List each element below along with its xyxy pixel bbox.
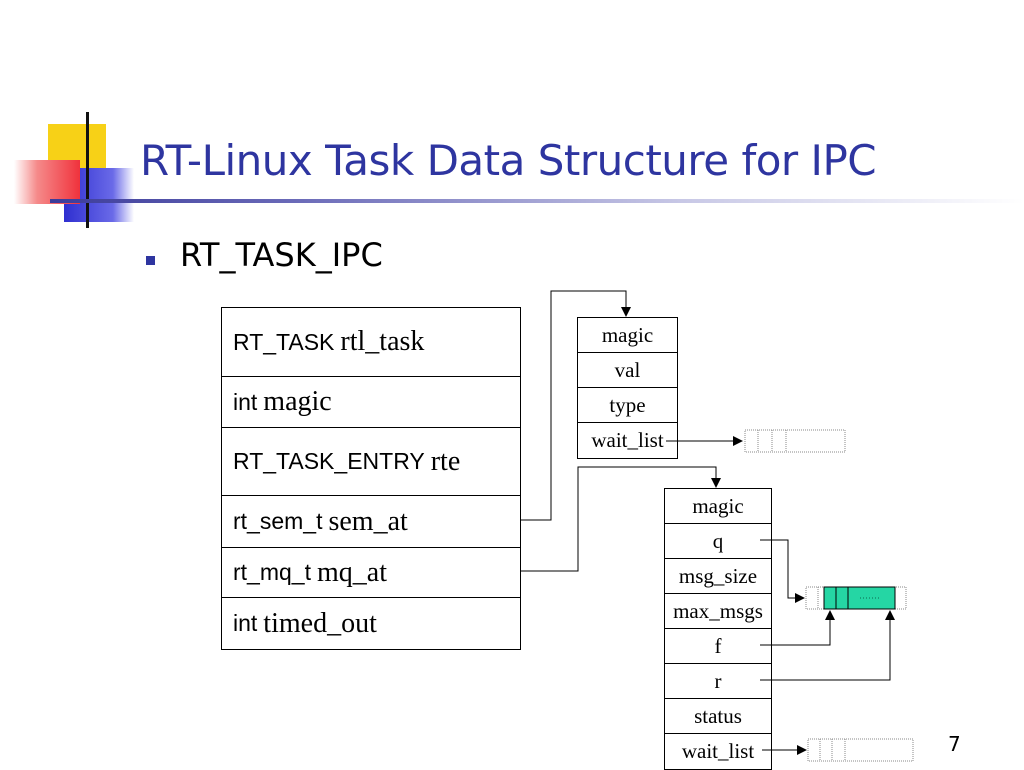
f-pointer-arrow	[760, 610, 835, 646]
decor-vertical-line	[86, 112, 89, 228]
slide-title: RT-Linux Task Data Structure for IPC	[140, 136, 877, 185]
field-name: magic	[263, 386, 332, 417]
field-name: mq_at	[316, 556, 387, 588]
page-number: 7	[948, 732, 961, 756]
field-type: RT_TASK_ENTRY	[233, 448, 425, 474]
q-pointer-arrow	[760, 539, 805, 603]
semaphore-struct: magic val type wait_list	[577, 317, 678, 459]
sem-at-pointer-arrow	[521, 290, 631, 521]
mq-field-f: f	[665, 629, 771, 664]
bullet-marker	[146, 256, 155, 265]
field-type: rt_mq_t	[233, 559, 311, 585]
sem-field-val: val	[578, 353, 677, 388]
field-name: rtl_task	[340, 326, 425, 357]
mq-wait-queue	[807, 738, 914, 762]
sem-wait-queue	[744, 429, 846, 453]
field-name: sem_at	[328, 505, 408, 537]
mq-field-wait-list: wait_list	[681, 739, 755, 763]
bullet-text: RT_TASK_IPC	[180, 236, 383, 274]
field-type: int	[233, 388, 258, 415]
sem-field-type: type	[578, 388, 677, 423]
field-type: RT_TASK	[233, 328, 335, 355]
r-pointer-arrow	[760, 610, 895, 681]
field-type: int	[233, 610, 258, 636]
mq-field-status: status	[665, 699, 771, 734]
message-queue-struct: magic q msg_size max_msgs f r status wai…	[664, 488, 772, 770]
field-name: rte	[430, 445, 461, 477]
mq-field-q: q	[665, 524, 771, 559]
sem-field-magic: magic	[578, 318, 677, 353]
mq-field-magic: magic	[665, 489, 771, 524]
field-name: timed_out	[263, 607, 377, 639]
mq-field-msg-size: msg_size	[665, 559, 771, 594]
message-queue-buffer	[805, 586, 907, 610]
title-underline	[50, 199, 1024, 203]
mq-field-r: r	[665, 664, 771, 699]
mq-at-pointer-arrow	[521, 466, 721, 572]
mq-field-max-msgs: max_msgs	[665, 594, 771, 629]
field-type: rt_sem_t	[233, 508, 323, 534]
decor-red-square	[14, 160, 80, 204]
sem-field-wait-list: wait_list	[591, 428, 664, 452]
